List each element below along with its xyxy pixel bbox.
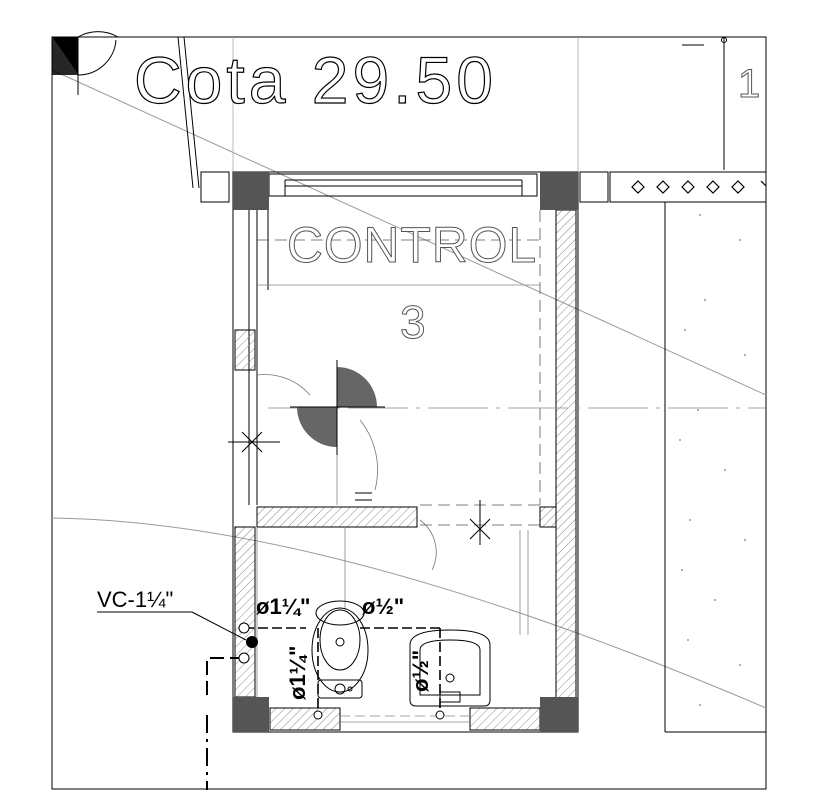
bottom-wall-hatch-left — [269, 707, 341, 731]
toilet-fixture — [311, 600, 369, 699]
drain-label-leader — [191, 611, 247, 641]
bathroom-wall-hatch — [256, 506, 418, 528]
column-bottom-right — [540, 697, 578, 732]
rail-line-b — [183, 36, 200, 189]
bathroom-lines — [256, 527, 529, 723]
sheet-marker: 1 — [738, 62, 760, 106]
north-arrow-icon — [52, 31, 119, 95]
concrete-dots — [679, 214, 746, 706]
diamond-row — [631, 180, 767, 194]
door-swing-upper — [256, 374, 311, 396]
door-swing-lower — [359, 419, 378, 491]
right-wall-hatch — [555, 209, 577, 701]
column-bottom-left — [233, 697, 269, 732]
marker-dot — [721, 37, 727, 43]
column-outline-left — [200, 171, 230, 203]
railing-band — [609, 171, 767, 203]
bottom-wall-hatch-right — [469, 707, 541, 731]
pipe-label-top-right: ø½" — [362, 594, 404, 619]
column-outline-right — [579, 171, 609, 203]
bathroom-wall-hatch-right — [539, 506, 557, 528]
room-number: 3 — [400, 296, 426, 348]
room-outline — [232, 171, 579, 733]
cross-marker-left — [228, 431, 280, 453]
left-wall-hatch-lower — [234, 526, 256, 698]
reference-line-upper — [51, 69, 767, 396]
pipe-label-top-left: ø1¼" — [256, 594, 310, 619]
pipe-fittings — [238, 622, 445, 720]
pipe-label-vert-right: ø½" — [408, 650, 433, 692]
room-name: CONTROL — [287, 217, 537, 273]
column-top-right — [540, 172, 578, 210]
drain-pipe — [206, 657, 244, 790]
supply-pipe — [244, 627, 441, 715]
sheet-frame — [51, 36, 767, 790]
cross-marker-right — [469, 500, 491, 545]
reference-curve-lower — [51, 517, 767, 709]
drain-label: VC-1¼" — [97, 587, 173, 612]
door-jamb — [355, 492, 372, 501]
sink-fixture — [409, 629, 491, 707]
rail-line-a — [177, 36, 194, 189]
column-top-left — [233, 172, 269, 210]
door-swing-wc — [419, 519, 437, 571]
pipe-label-vert-left: ø1¼" — [285, 646, 310, 700]
level-title: Cota 29.50 — [134, 43, 497, 117]
level-target-icon — [290, 360, 385, 455]
left-wall-hatch-upper — [234, 329, 256, 371]
top-window — [268, 173, 538, 197]
